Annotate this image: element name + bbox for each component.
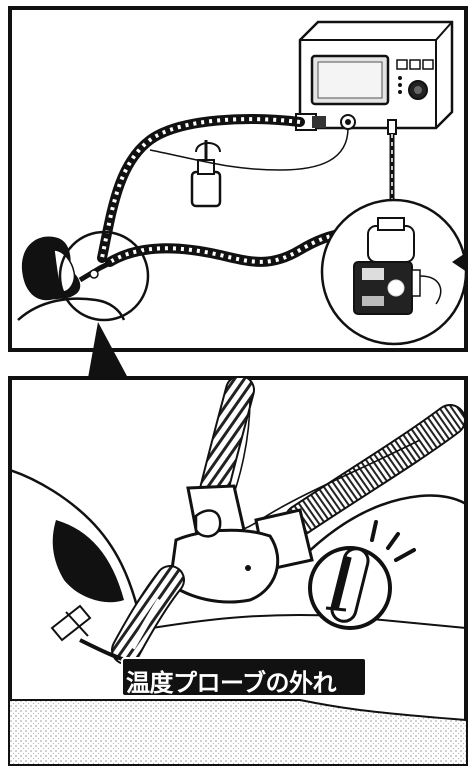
bottom-panel: [10, 378, 466, 764]
top-panel: [10, 8, 470, 350]
humidifier-detail: [322, 200, 466, 344]
caption-label: 温度プローブの外れ: [126, 663, 336, 698]
ventilator-unit: [300, 22, 452, 128]
